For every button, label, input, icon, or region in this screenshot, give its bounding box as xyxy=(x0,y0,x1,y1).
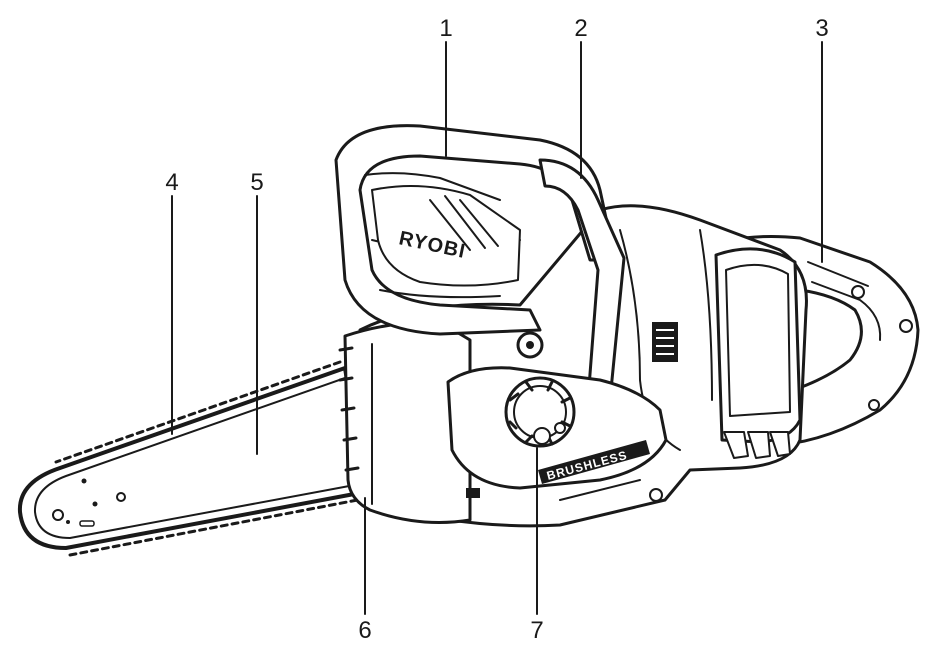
callout-6: 6 xyxy=(358,617,371,644)
guide-bar-and-chain xyxy=(17,360,370,557)
callout-numbers: 1 2 3 4 5 6 7 xyxy=(165,15,828,644)
callout-7: 7 xyxy=(530,617,543,644)
chain-teeth-top xyxy=(54,360,342,464)
callout-5: 5 xyxy=(250,169,263,196)
bar-hole xyxy=(66,520,70,524)
callout-1: 1 xyxy=(439,15,452,42)
callout-2: 2 xyxy=(574,15,587,42)
tension-knob: BRUSHLESS xyxy=(446,366,668,502)
battery-compartment xyxy=(619,229,802,459)
bar-hole xyxy=(116,492,126,502)
front-handle: RYOBI xyxy=(334,124,617,336)
leader-lines xyxy=(171,41,823,615)
chain-teeth-bottom xyxy=(68,496,370,557)
rear-handle xyxy=(698,235,920,447)
callout-4: 4 xyxy=(165,169,178,196)
bar-hole xyxy=(81,478,87,484)
bar-slot xyxy=(79,520,95,527)
bar-hole xyxy=(92,501,98,507)
bar-hole xyxy=(52,509,64,521)
callout-3: 3 xyxy=(815,15,828,42)
